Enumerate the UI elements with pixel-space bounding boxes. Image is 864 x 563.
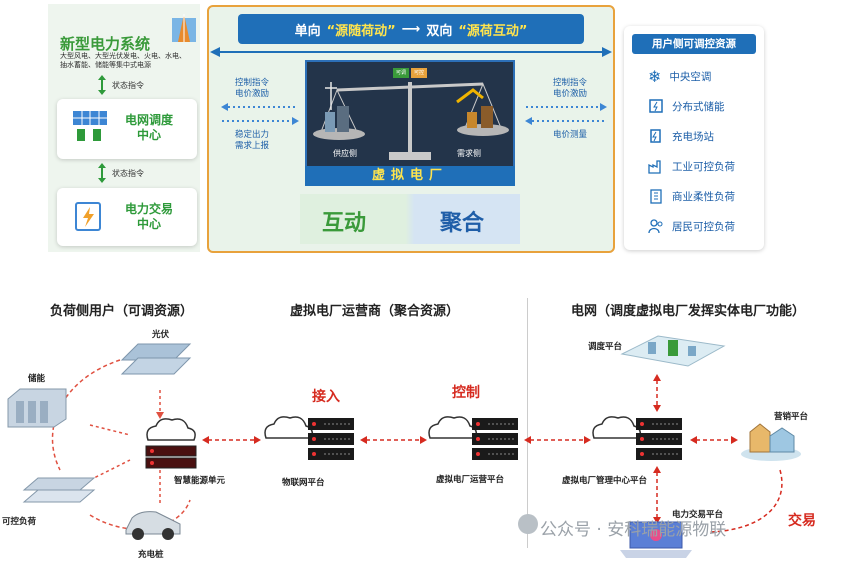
status-command-1: 状态指令 [112, 81, 144, 90]
storage-cabinet-icon [7, 388, 67, 428]
resource-label: 工业可控负荷 [672, 160, 735, 173]
scale-tag-left: 可调 [395, 70, 406, 76]
resource-label: 商业柔性负荷 [672, 190, 735, 203]
resource-item: ❄ 中央空调 [648, 66, 768, 86]
section-divider [527, 298, 528, 548]
trade-label: 交易 [788, 513, 816, 529]
banner-highlight1: “源随荷动” [326, 23, 396, 39]
vpp-management-platform-label: 虚拟电厂管理中心平台 [562, 476, 648, 486]
resource-item: 居民可控负荷 [648, 216, 768, 236]
supply-side-label: 供应侧 [333, 149, 357, 158]
pv-panels-icon [120, 343, 192, 375]
trade-center-label: 电力交易 中心 [124, 202, 173, 231]
vpp-management-platform-icon [592, 416, 682, 460]
resource-label: 分布式储能 [672, 100, 725, 113]
updown-arrow-icon [98, 163, 106, 183]
mid-right-upper-text: 控制指令 电价激励 [552, 78, 587, 99]
electric-car-icon [125, 511, 181, 540]
solar-panel-icon [73, 111, 107, 141]
dotted-arrow-left [221, 103, 298, 111]
trade-center-box: 电力交易 中心 [57, 188, 197, 246]
grid-heading: 电网（调度虚拟电厂发挥实体电厂功能） [571, 304, 806, 319]
watermark-text: 公众号 · 安科瑞能源物联 [540, 520, 727, 540]
resource-item: 充电场站 [648, 126, 768, 146]
vertical-connection-top [653, 374, 661, 412]
control-label: 控制 [452, 385, 480, 401]
charging-station-icon [650, 129, 661, 143]
iot-platform-icon [264, 416, 354, 460]
mid-right-lower-text: 电价测量 [552, 130, 587, 140]
balance-scale-image: 可调 可控 供应侧 需求侧 [305, 60, 515, 186]
mid-left-upper-text: 控制指令 电价激励 [234, 78, 269, 99]
scale-tag-right: 可控 [413, 70, 424, 76]
resource-label: 充电场站 [672, 130, 714, 143]
smart-unit-label: 智慧能源单元 [174, 476, 226, 486]
marketing-platform-label: 营销平台 [774, 412, 809, 422]
wechat-icon [518, 514, 538, 534]
resource-item: 工业可控负荷 [648, 156, 768, 176]
interaction-aggregation-band [300, 194, 520, 244]
vpp-operator-platform-icon [428, 416, 518, 460]
controllable-load-label: 可控负荷 [2, 517, 37, 527]
access-label: 接入 [312, 389, 340, 405]
resource-item: 商业柔性负荷 [648, 186, 768, 206]
banner-part2: 双向 [426, 23, 453, 39]
banner-part1: 单向 [294, 23, 321, 39]
user-resources-panel [624, 26, 764, 250]
trade-curve-connection [709, 469, 783, 533]
banner-highlight2: “源荷互动” [458, 23, 528, 39]
virtual-power-plant-label: 虚拟电厂 [305, 166, 515, 186]
platform-connections [202, 436, 591, 444]
marketing-connection [690, 436, 738, 444]
load-side-heading: 负荷侧用户（可调资源） [50, 304, 194, 319]
new-power-system-title: 新型电力系统 [60, 35, 151, 53]
marketing-platform-icon [741, 423, 801, 461]
resource-label: 居民可控负荷 [672, 220, 735, 233]
controllable-load-icon [22, 477, 96, 503]
battery-storage-icon [649, 99, 663, 113]
dotted-arrow-right-2 [526, 103, 607, 111]
charger-label: 充电桩 [138, 550, 164, 560]
trade-platform-laptop-icon [620, 521, 692, 558]
factory-icon [648, 160, 661, 174]
balance-scale-icon [307, 62, 513, 166]
new-power-system-subtitle: 大型风电、大型光伏发电、火电、水电、抽水蓄能、储能等集中式电源 [60, 52, 186, 69]
resource-item: 分布式储能 [648, 96, 768, 116]
pv-label: 光伏 [152, 330, 170, 340]
power-tower-icon [172, 14, 196, 42]
mid-left-lower-text: 稳定出力 需求上报 [234, 130, 269, 151]
clipboard-bolt-icon [75, 202, 101, 231]
snowflake-icon: ❄ [648, 66, 662, 86]
dispatch-platform-label: 调度平台 [588, 342, 623, 352]
user-resources-title: 用户侧可调控资源 [632, 34, 756, 54]
vpp-operator-platform-label: 虚拟电厂运营平台 [436, 475, 505, 485]
smart-energy-unit-icon [145, 418, 197, 469]
resource-label: 中央空调 [669, 70, 712, 83]
demand-side-label: 需求侧 [457, 149, 481, 158]
direction-banner: 单向 “源随荷动” ⟶ 双向 “源荷互动” [238, 14, 584, 44]
building-icon [650, 189, 662, 204]
dispatch-center-box: 电网调度 中心 [57, 99, 197, 159]
aggregation-word: 聚合 [440, 210, 485, 236]
dispatch-platform-icon [620, 335, 726, 367]
double-arrow-line [210, 47, 612, 57]
iot-platform-label: 物联网平台 [282, 478, 325, 488]
storage-label: 储能 [28, 374, 46, 384]
residents-icon [648, 219, 663, 234]
vertical-connection-bottom [653, 466, 661, 524]
dotted-arrow-right [222, 117, 299, 125]
updown-arrow-icon [98, 75, 106, 95]
interaction-word: 互动 [322, 210, 367, 236]
dotted-arrow-left-2 [525, 117, 606, 125]
banner-arrow: ⟶ [401, 21, 421, 37]
dispatch-center-label: 电网调度 中心 [124, 113, 173, 142]
trade-platform-label: 电力交易平台 [672, 510, 724, 520]
status-command-2: 状态指令 [112, 169, 144, 178]
vpp-operator-heading: 虚拟电厂运营商（聚合资源） [290, 304, 460, 319]
